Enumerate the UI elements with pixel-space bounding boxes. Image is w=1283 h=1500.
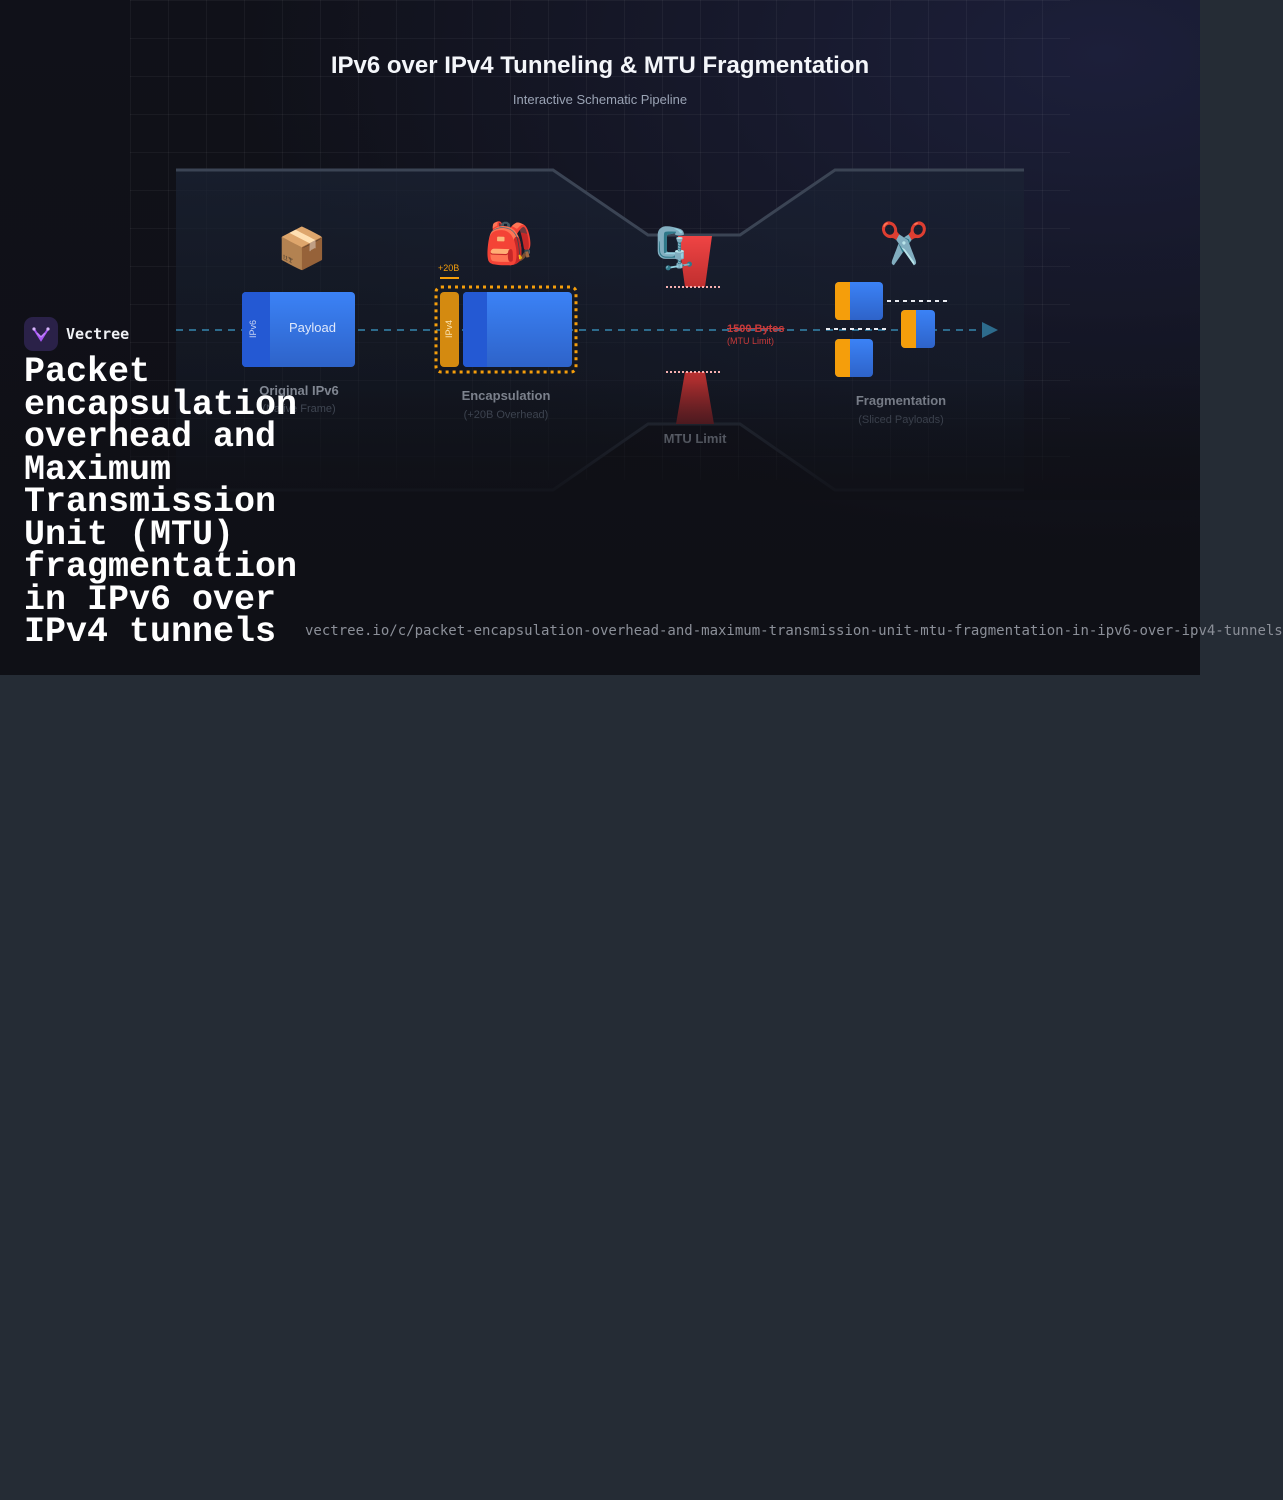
page-url[interactable]: vectree.io/c/packet-encapsulation-overhe…	[305, 623, 1283, 639]
stage-fragmentation-sublabel: (Sliced Payloads)	[858, 414, 944, 426]
ipv6-header-block	[242, 292, 270, 367]
mtu-note: (MTU Limit)	[727, 336, 774, 346]
ipv6-header-label: IPv6	[248, 320, 258, 339]
ipv4-header-block	[440, 292, 459, 367]
pipeline-tube-top-edge	[176, 168, 1024, 237]
mtu-value: 1500 Bytes	[727, 323, 785, 335]
clamp-icon: 🗜️	[648, 227, 698, 271]
stage-encapsulation-sublabel: (+20B Overhead)	[463, 409, 549, 421]
preview-card: IPv6 over IPv4 Tunneling & MTU Fragmenta…	[0, 0, 1283, 675]
ipv4-header-label: IPv4	[444, 320, 454, 339]
mtu-clamp-top-jaw	[678, 236, 712, 287]
brand[interactable]: Vectree	[24, 317, 129, 351]
diagram-title: IPv6 over IPv4 Tunneling & MTU Fragmenta…	[330, 52, 870, 79]
headline: Packet encapsulation overhead and Maximu…	[24, 352, 298, 652]
fragment-1-header	[835, 282, 850, 320]
package-icon: 📦	[277, 227, 327, 271]
encapsulation-border	[434, 285, 578, 374]
stage-encapsulation-label: Encapsulation	[461, 388, 551, 403]
brand-name: Vectree	[66, 325, 130, 343]
diagram-subtitle: Interactive Schematic Pipeline	[512, 92, 688, 107]
stage-mtu-label: MTU Limit	[663, 431, 727, 446]
payload-label: Payload	[289, 320, 336, 335]
encapsulated-ipv6-header	[463, 292, 487, 367]
overhead-badge: +20B	[438, 263, 460, 273]
scissors-icon: ✂️	[879, 222, 929, 266]
fragment-2-header	[901, 310, 916, 348]
vectree-logo-icon	[24, 317, 58, 351]
flow-arrowhead	[982, 322, 998, 338]
stage-fragmentation-label: Fragmentation	[855, 393, 947, 408]
backpack-icon: 🎒	[484, 222, 534, 266]
fragment-3-header	[835, 339, 850, 377]
